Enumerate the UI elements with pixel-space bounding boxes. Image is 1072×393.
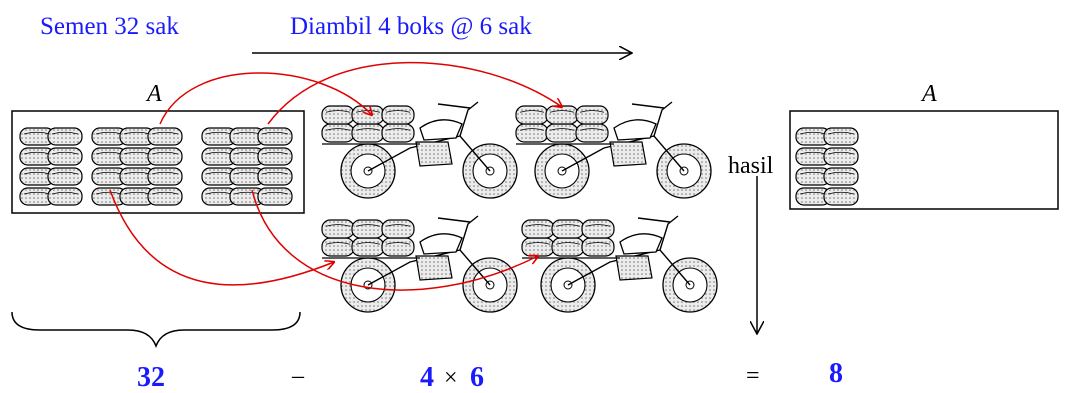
cement-sack xyxy=(257,187,293,206)
cement-sack xyxy=(575,105,609,125)
cement-sack xyxy=(19,147,55,166)
cement-sack xyxy=(795,127,831,146)
cement-sack xyxy=(575,123,609,143)
cement-sack xyxy=(581,219,615,239)
cement-sack xyxy=(521,237,555,257)
cement-sack xyxy=(381,219,415,239)
cement-sack xyxy=(581,237,615,257)
cement-sack xyxy=(351,105,385,125)
brace xyxy=(11,311,301,349)
equation-minus: – xyxy=(292,363,304,389)
red-arrow-2 xyxy=(267,61,562,125)
motorcycles-group xyxy=(321,101,718,313)
cement-sack xyxy=(381,237,415,257)
end-box-sacks xyxy=(795,127,859,206)
cement-sack xyxy=(47,167,83,186)
cement-sack xyxy=(381,105,415,125)
cement-sack xyxy=(147,147,183,166)
header-left-label: Semen 32 sak xyxy=(40,13,179,40)
cement-sack xyxy=(521,219,555,239)
end-box-title: A xyxy=(922,81,937,107)
cement-sack xyxy=(119,167,155,186)
equation-times: × xyxy=(444,365,458,391)
cement-sack xyxy=(147,187,183,206)
cement-sack xyxy=(823,187,859,206)
cement-sack xyxy=(381,123,415,143)
cement-sack xyxy=(321,123,355,143)
cement-sack xyxy=(257,147,293,166)
motorcycle xyxy=(515,101,712,199)
motorcycle xyxy=(321,101,518,199)
cement-sack xyxy=(321,237,355,257)
cement-sack xyxy=(47,147,83,166)
cement-sack xyxy=(201,147,237,166)
red-arrow-4 xyxy=(251,189,538,291)
cement-sack xyxy=(47,187,83,206)
cement-sack xyxy=(351,123,385,143)
cement-sack xyxy=(321,105,355,125)
hasil-label: hasil xyxy=(728,153,774,179)
cement-sack xyxy=(321,219,355,239)
cement-sack xyxy=(47,127,83,146)
cement-sack xyxy=(545,105,579,125)
motorcycle xyxy=(521,215,718,313)
cement-sack xyxy=(823,147,859,166)
red-arrow-1 xyxy=(159,72,372,125)
equation-start: 32 xyxy=(137,362,165,393)
header-right-label: Diambil 4 boks @ 6 sak xyxy=(290,13,532,40)
cement-sack xyxy=(351,219,385,239)
cement-sack xyxy=(551,219,585,239)
cement-sack xyxy=(551,237,585,257)
cement-sack xyxy=(515,123,549,143)
equation-per-box: 6 xyxy=(470,362,484,393)
equation-result: 8 xyxy=(829,358,843,389)
cement-sack xyxy=(823,127,859,146)
red-arrow-3 xyxy=(109,189,334,286)
cement-sack xyxy=(147,167,183,186)
cement-sack xyxy=(515,105,549,125)
cement-sack xyxy=(795,187,831,206)
cement-sack xyxy=(257,127,293,146)
start-box-title: A xyxy=(147,81,162,107)
cement-sack xyxy=(147,127,183,146)
equation-equals: = xyxy=(746,363,760,389)
cement-sack xyxy=(545,123,579,143)
motorcycle xyxy=(321,215,518,313)
equation-count: 4 xyxy=(420,362,434,393)
cement-sack xyxy=(257,167,293,186)
cement-sack xyxy=(229,167,265,186)
start-box-sacks xyxy=(19,127,293,206)
cement-sack xyxy=(351,237,385,257)
cement-sack xyxy=(823,167,859,186)
